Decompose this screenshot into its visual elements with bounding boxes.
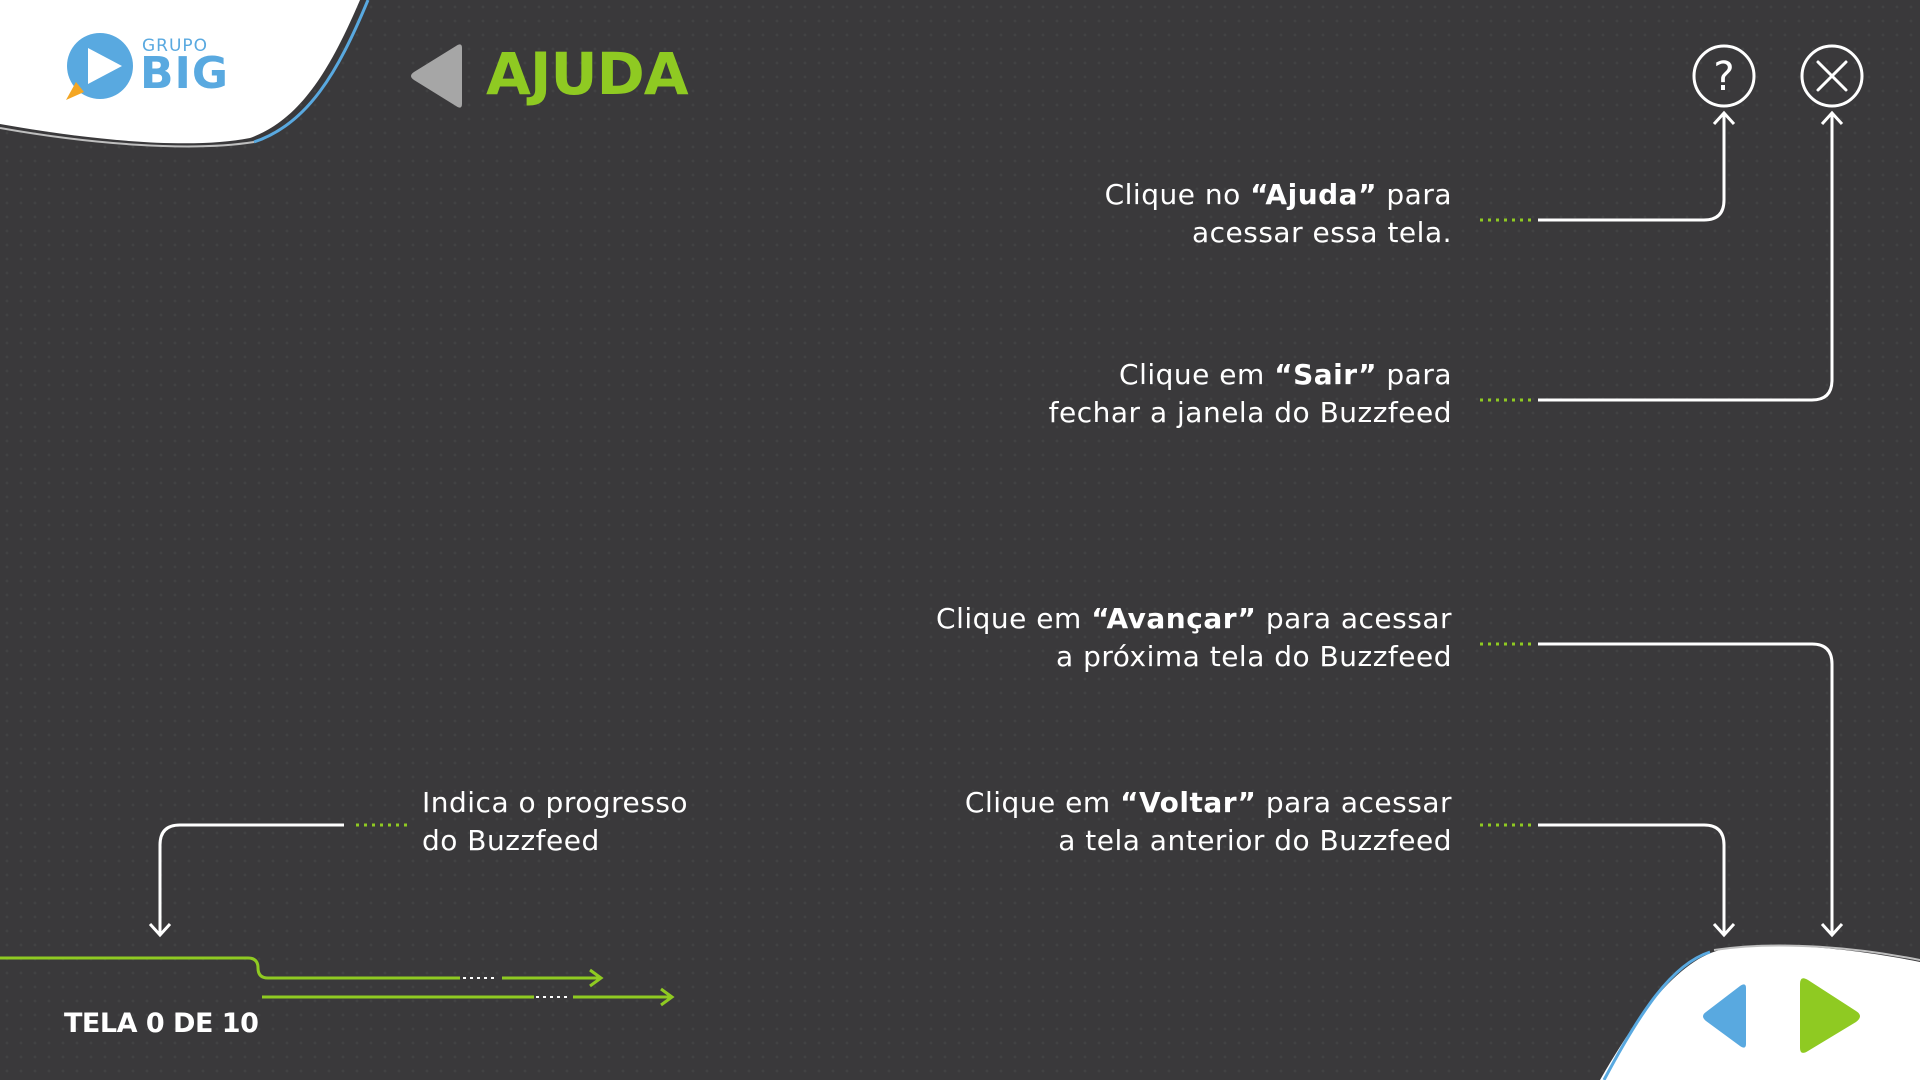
bottom-right-panel	[1600, 945, 1920, 1080]
next-button[interactable]	[1794, 970, 1870, 1062]
callout-help: Clique no “Ajuda” para acessar essa tela…	[1105, 176, 1452, 252]
callout-exit-text-end: para	[1376, 358, 1452, 391]
back-icon	[1703, 984, 1746, 1048]
back-button[interactable]	[1696, 976, 1754, 1056]
logo-top-text: GRUPO	[142, 36, 209, 56]
progress-track	[0, 956, 675, 1007]
close-icon	[1800, 44, 1864, 108]
callout-progress: Indica o progresso do Buzzfeed	[422, 784, 688, 860]
callout-back-line2: a tela anterior do Buzzfeed	[1058, 824, 1452, 857]
callout-help-text-end: para	[1376, 178, 1452, 211]
callout-exit: Clique em “Sair” para fechar a janela do…	[1049, 356, 1452, 432]
connector-next	[1480, 642, 1844, 938]
callout-exit-keyword: “Sair”	[1274, 358, 1377, 391]
callout-exit-line2: fechar a janela do Buzzfeed	[1048, 396, 1452, 429]
callout-back-text: Clique em	[964, 786, 1121, 819]
callout-next-keyword: “Avançar”	[1091, 602, 1257, 635]
callout-help-keyword: “Ajuda”	[1250, 178, 1377, 211]
callout-back-keyword: “Voltar”	[1120, 786, 1257, 819]
callout-progress-line1: Indica o progresso	[422, 786, 689, 819]
bottom-right-panel-edge	[1602, 950, 1711, 1080]
help-icon: ?	[1692, 44, 1756, 108]
logo-link[interactable]	[60, 26, 250, 106]
callout-back: Clique em “Voltar” para acessar a tela a…	[965, 784, 1452, 860]
next-icon	[1800, 978, 1860, 1053]
callout-help-text: Clique no	[1104, 178, 1251, 211]
help-button[interactable]	[1690, 42, 1758, 110]
callout-exit-text: Clique em	[1119, 358, 1275, 391]
callout-progress-line2: do Buzzfeed	[422, 824, 600, 857]
close-button[interactable]	[1798, 42, 1866, 110]
page-title: AJUDA	[486, 40, 689, 108]
callout-next-text-end: para acessar	[1256, 602, 1452, 635]
header-back-button[interactable]	[402, 40, 468, 112]
callout-back-text-end: para acessar	[1256, 786, 1452, 819]
header-back-arrow-icon	[411, 44, 462, 108]
callout-next-text: Clique em	[936, 602, 1092, 635]
callout-help-line2: acessar essa tela.	[1191, 216, 1452, 249]
svg-text:?: ?	[1713, 54, 1734, 100]
connector-exit	[1480, 110, 1844, 402]
bottom-right-panel-shadow	[1713, 944, 1920, 961]
progress-label: TELA 0 DE 10	[64, 1008, 259, 1039]
logo-mark-icon	[66, 33, 133, 100]
logo-main-text: BIG	[140, 48, 230, 99]
connector-help	[1480, 110, 1736, 222]
connector-progress	[148, 823, 408, 938]
top-left-panel-edge	[253, 0, 370, 144]
callout-next-line2: a próxima tela do Buzzfeed	[1056, 640, 1452, 673]
top-left-panel-shadow	[0, 127, 255, 148]
callout-next: Clique em “Avançar” para acessar a próxi…	[936, 600, 1452, 676]
connector-back	[1480, 823, 1736, 938]
